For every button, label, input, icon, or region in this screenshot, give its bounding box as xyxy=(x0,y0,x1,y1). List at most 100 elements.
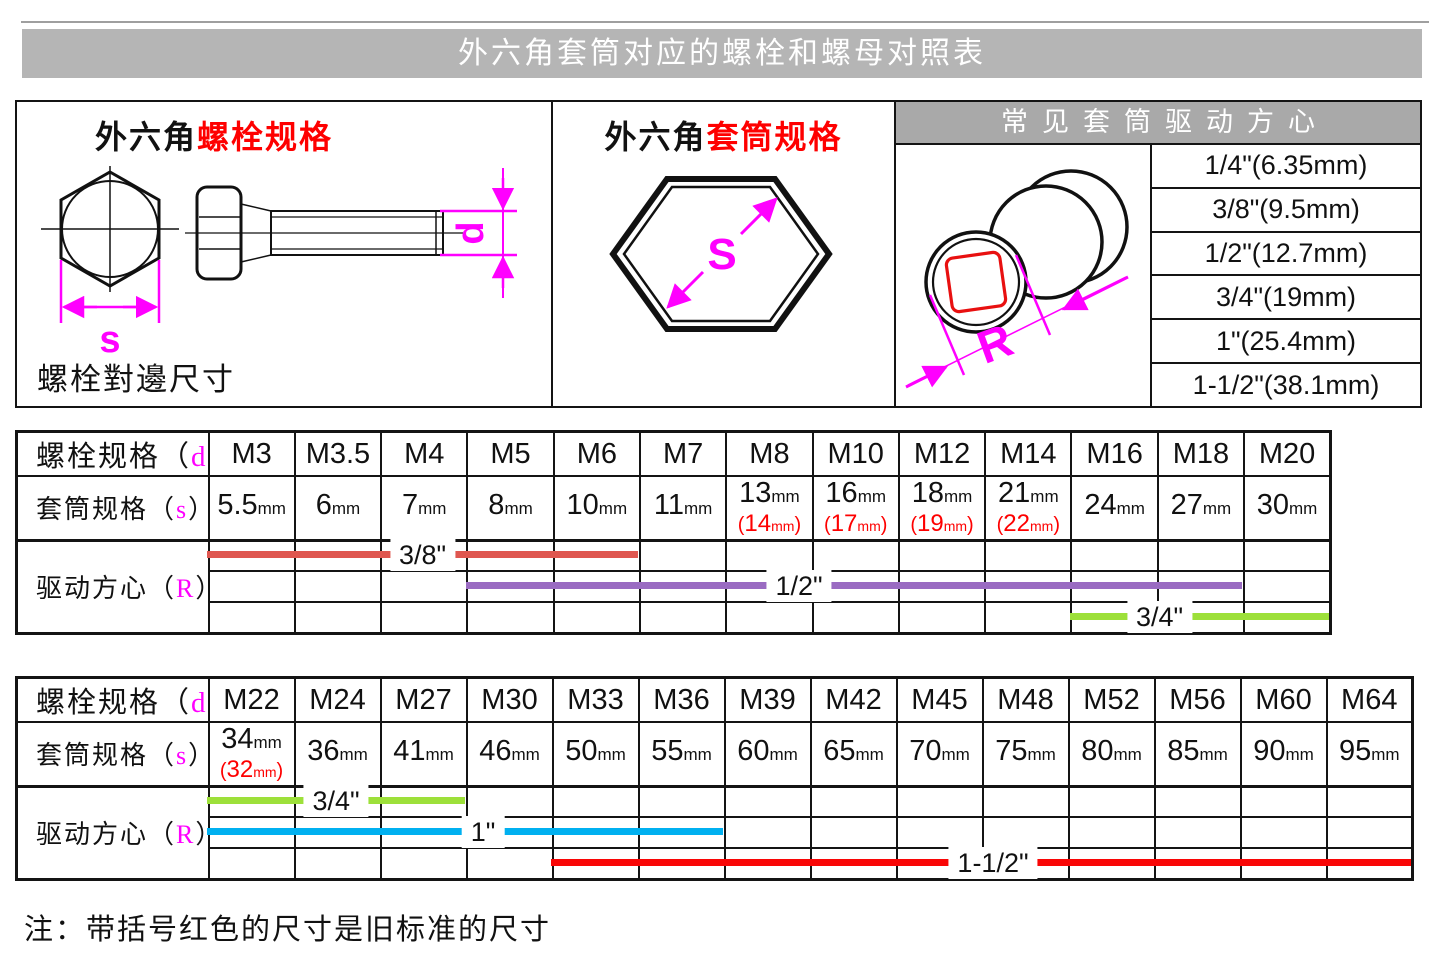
bolt-spec-cell: M56 xyxy=(1153,676,1242,723)
bolt-spec-cell: M7 xyxy=(638,430,728,477)
drive-grid-cell xyxy=(293,601,383,634)
drive-grid-cell xyxy=(1325,785,1414,818)
bolt-diagram: s d xyxy=(41,166,517,360)
row-label: 螺栓规格（d） xyxy=(15,676,210,723)
drive-grid-cell xyxy=(725,601,814,634)
drive-range-bar xyxy=(466,582,1242,589)
socket-size-cell: 80mm xyxy=(1067,721,1156,788)
drive-row xyxy=(17,601,1332,634)
drive-grid-cell xyxy=(811,539,900,572)
drive-grid-cell xyxy=(1153,785,1242,818)
socket-size-cell: 60mm xyxy=(723,721,812,788)
drive-grid-cell xyxy=(551,785,640,818)
bolt-spec-cell: M30 xyxy=(465,676,554,723)
socket-size-cell: 18mm(19mm) xyxy=(897,475,987,542)
page-title: 外六角套筒对应的螺栓和螺母对照表 xyxy=(22,29,1422,78)
drive-grid-cell xyxy=(207,847,296,880)
drive-grid-cell xyxy=(1067,816,1156,849)
socket-size-row: 套筒规格（s）34mm(32mm)36mm41mm46mm50mm55mm60m… xyxy=(15,721,1414,788)
drive-grid-cell xyxy=(897,601,987,634)
socket-size-cell: 16mm(17mm) xyxy=(811,475,900,542)
drive-grid-cell xyxy=(552,601,641,634)
drive-size-row: 1/4"(6.35mm) xyxy=(1152,145,1420,189)
socket-size-cell: 5.5mm xyxy=(207,475,296,542)
panel-bolt-title-red: 螺栓规格 xyxy=(197,119,334,155)
panel-socket-title: 外六角套筒规格 xyxy=(553,112,894,158)
drive-size-row: 1-1/2"(38.1mm) xyxy=(1192,369,1380,400)
hex-socket-diagram: S xyxy=(609,176,833,332)
drive-row: 驱动方心（R） xyxy=(15,785,1414,880)
socket-size-cell: 90mm xyxy=(1239,721,1328,788)
bolt-spec-cell: M39 xyxy=(723,676,812,723)
drive-grid-cell xyxy=(984,539,1073,572)
spec-table-wrap-m22-m64: 螺栓规格（d）M22M24M27M30M33M36M39M42M45M48M52… xyxy=(15,676,1414,881)
dim-letter-d: d xyxy=(450,221,492,244)
panel-socket-title-black: 外六角 xyxy=(604,119,707,155)
drive-grid-cell xyxy=(725,539,814,572)
socket-size-cell: 13mm(14mm) xyxy=(725,475,814,542)
drive-grid-cell xyxy=(638,601,728,634)
top-rule xyxy=(21,21,1429,23)
socket-size-cell: 34mm(32mm) xyxy=(207,721,296,788)
bolt-spec-cell: M20 xyxy=(1243,430,1332,477)
bolt-spec-cell: M45 xyxy=(895,676,984,723)
socket-size-cell: 55mm xyxy=(637,721,726,788)
bolt-caption: 螺栓對邊尺寸 xyxy=(37,362,235,397)
drive-grid-cell xyxy=(1243,539,1332,572)
bolt-spec-cell: M52 xyxy=(1067,676,1156,723)
drive-grid-cell xyxy=(1239,816,1328,849)
bolt-spec-cell: M42 xyxy=(809,676,898,723)
bolt-spec-cell: M3 xyxy=(207,430,296,477)
socket-inner-hexagon xyxy=(622,185,820,323)
drive-grid-cell xyxy=(811,601,900,634)
row-label: 驱动方心（R） xyxy=(15,785,210,880)
panel-bolt-title-black: 外六角 xyxy=(95,119,198,155)
socket-size-cell: 30mm xyxy=(1243,475,1332,542)
drive-bar-label: 1/2" xyxy=(766,569,832,602)
dim-letter-s: s xyxy=(99,319,120,360)
panel-drive-sizes: 常见套筒驱动方心 xyxy=(896,102,1420,406)
bolt-spec-cell: M33 xyxy=(551,676,640,723)
bolt-spec-cell: M36 xyxy=(637,676,726,723)
socket-size-cell: 8mm xyxy=(466,475,555,542)
drive-size-row: 1/2"(12.7mm) xyxy=(1152,233,1420,277)
socket-size-cell: 36mm xyxy=(293,721,382,788)
drive-grid-cell xyxy=(380,570,469,603)
bolt-spec-cell: M3.5 xyxy=(293,430,383,477)
drive-figure-cell: R xyxy=(896,145,1152,406)
bolt-spec-cell: M5 xyxy=(466,430,555,477)
drive-grid-cell xyxy=(895,785,984,818)
dim-letter-S: S xyxy=(707,230,736,279)
socket-face xyxy=(924,230,1028,334)
drive-grid-cell xyxy=(897,539,987,572)
socket-size-cell: 41mm xyxy=(379,721,468,788)
drive-grid-cell xyxy=(207,570,296,603)
drive-grid-cell xyxy=(207,601,296,634)
drive-panel-body: R 1/4"(6.35mm)3/8"(9.5mm)1/2"(12.7mm)3/4… xyxy=(896,145,1420,406)
row-label: 套筒规格（s） xyxy=(15,475,210,542)
drive-grid-cell xyxy=(1070,539,1159,572)
bolt-spec-cell: M18 xyxy=(1156,430,1246,477)
drive-grid-cell xyxy=(1239,785,1328,818)
panel-bolt-title: 外六角螺栓规格 xyxy=(95,112,333,158)
drive-grid-cell xyxy=(981,785,1070,818)
drive-grid-cell xyxy=(293,847,382,880)
drive-grid-cell xyxy=(1325,816,1414,849)
bolt-spec-cell: M8 xyxy=(725,430,814,477)
drive-panel-header: 常见套筒驱动方心 xyxy=(896,102,1420,145)
bolt-spec-cell: M12 xyxy=(897,430,987,477)
socket-size-cell: 85mm xyxy=(1153,721,1242,788)
panel-socket-spec: 外六角套筒规格 S xyxy=(553,102,896,406)
bolt-spec-cell: M60 xyxy=(1239,676,1328,723)
spec-table: 螺栓规格（d）M22M24M27M30M33M36M39M42M45M48M52… xyxy=(15,676,1414,881)
drive-range-bar xyxy=(1070,613,1329,620)
socket-size-cell: 24mm xyxy=(1070,475,1159,542)
drive-grid-cell xyxy=(984,601,1073,634)
socket-size-cell: 95mm xyxy=(1325,721,1414,788)
drive-size-row: 3/8"(9.5mm) xyxy=(1152,189,1420,233)
drive-grid-cell xyxy=(379,847,468,880)
drive-grid-cell xyxy=(465,847,554,880)
panel-bolt-spec: 外六角螺栓规格 s xyxy=(17,102,553,406)
drive-grid-cell xyxy=(1156,539,1246,572)
socket-size-cell: 7mm xyxy=(380,475,469,542)
